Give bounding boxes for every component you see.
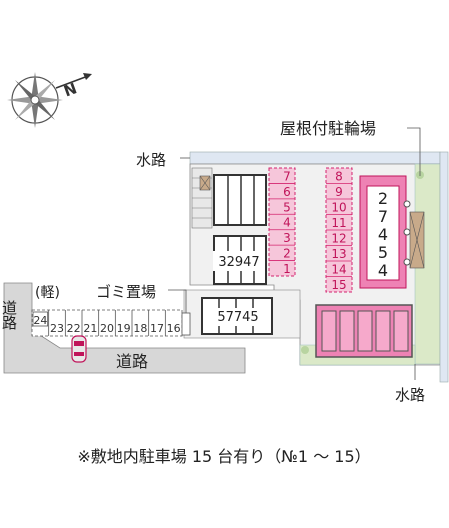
parking-space-18: 18 xyxy=(133,322,147,335)
parking-space-13: 13 xyxy=(331,247,346,261)
parking-space-14: 14 xyxy=(331,263,346,277)
parking-space-4: 4 xyxy=(283,216,291,230)
parking-space-10: 10 xyxy=(331,201,346,215)
water-channel-top xyxy=(189,151,441,165)
garbage-label: ゴミ置場 xyxy=(96,283,156,301)
kei-space-box xyxy=(32,311,49,327)
bicycle-parking-label: 屋根付駐輪場 xyxy=(280,119,376,138)
parking-space-16: 16 xyxy=(167,322,181,335)
bicycle-number: 4 xyxy=(378,261,388,280)
water-bottom-label: 水路 xyxy=(395,386,425,404)
parking-space-8: 8 xyxy=(335,170,343,184)
parking-bottom-row xyxy=(31,309,183,337)
parking-space-23: 23 xyxy=(50,322,64,335)
parking-space-5: 5 xyxy=(283,200,291,214)
parking-space-12: 12 xyxy=(331,232,346,246)
parking-space-19: 19 xyxy=(117,322,131,335)
parking-space-7: 7 xyxy=(283,169,291,183)
building-b xyxy=(201,297,273,335)
stone-wall xyxy=(191,167,213,229)
parking-left-column xyxy=(268,167,296,277)
parking-space-11: 11 xyxy=(331,216,346,230)
road-left xyxy=(3,282,246,374)
parking-space-20: 20 xyxy=(100,322,114,335)
parking-space-22: 22 xyxy=(67,322,81,335)
compass-n-label: N xyxy=(61,79,79,100)
building-c xyxy=(315,304,413,358)
parking-space-24: 24 xyxy=(33,314,47,327)
garbage-box xyxy=(181,312,191,336)
parking-space-21: 21 xyxy=(83,322,97,335)
footer-note: ※敷地内駐車場 15 台有り（№1 ～ 15） xyxy=(77,447,370,466)
bicycle-parking xyxy=(359,175,411,289)
kei-label: (軽) xyxy=(35,285,60,301)
parking-space-9: 9 xyxy=(335,185,343,199)
road-bottom-label: 道路 xyxy=(116,352,148,371)
bicycle-number: 5 xyxy=(378,243,388,262)
parking-space-6: 6 xyxy=(283,185,291,199)
road-left-label: 道路 xyxy=(0,300,18,330)
bicycle-number: 7 xyxy=(378,207,388,226)
parking-space-17: 17 xyxy=(150,322,164,335)
parking-space-1: 1 xyxy=(283,262,291,276)
car-icon xyxy=(71,335,87,363)
parking-space-2: 2 xyxy=(283,247,291,261)
water-top-label: 水路 xyxy=(136,151,166,169)
building-b-number: 57745 xyxy=(217,310,258,325)
parking-space-3: 3 xyxy=(283,231,291,245)
building-a-number: 32947 xyxy=(218,255,259,270)
water-channel-right xyxy=(439,151,449,383)
compass-icon xyxy=(7,72,92,128)
bicycle-number: 4 xyxy=(378,225,388,244)
bicycle-number: 2 xyxy=(378,189,388,208)
parking-space-15: 15 xyxy=(331,278,346,292)
